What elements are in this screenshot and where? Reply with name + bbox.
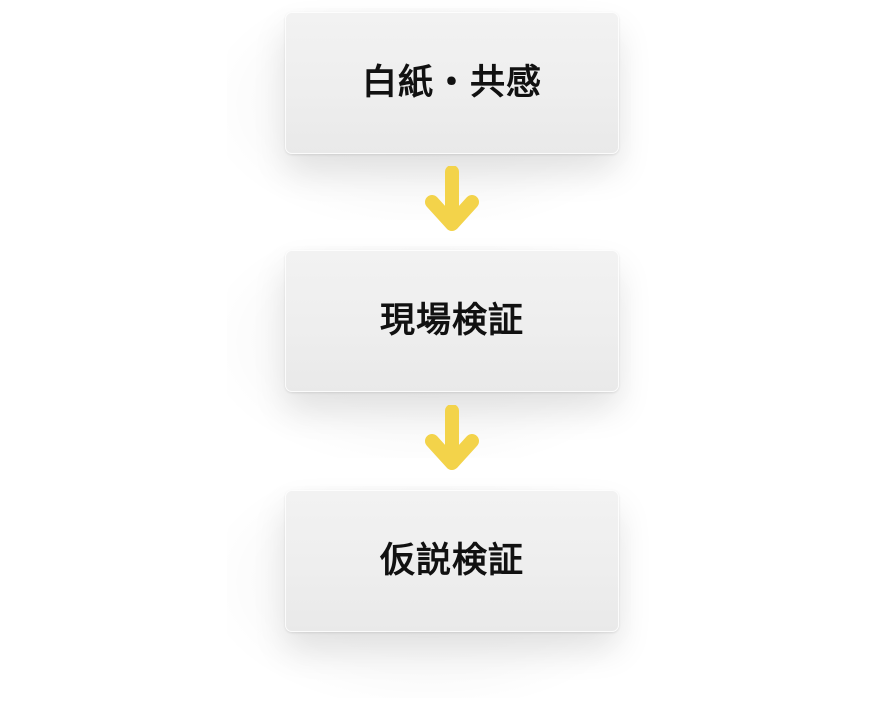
arrow-down-icon bbox=[425, 166, 479, 231]
step-2-label: 現場検証 bbox=[379, 300, 524, 341]
arrow-down-icon bbox=[425, 405, 479, 470]
step-3-card: 仮説検証 bbox=[285, 490, 619, 632]
step-1-card: 白紙・共感 bbox=[285, 12, 619, 154]
step-2-card: 現場検証 bbox=[285, 250, 619, 392]
step-3-label: 仮説検証 bbox=[379, 540, 524, 581]
step-1-label: 白紙・共感 bbox=[361, 62, 542, 103]
